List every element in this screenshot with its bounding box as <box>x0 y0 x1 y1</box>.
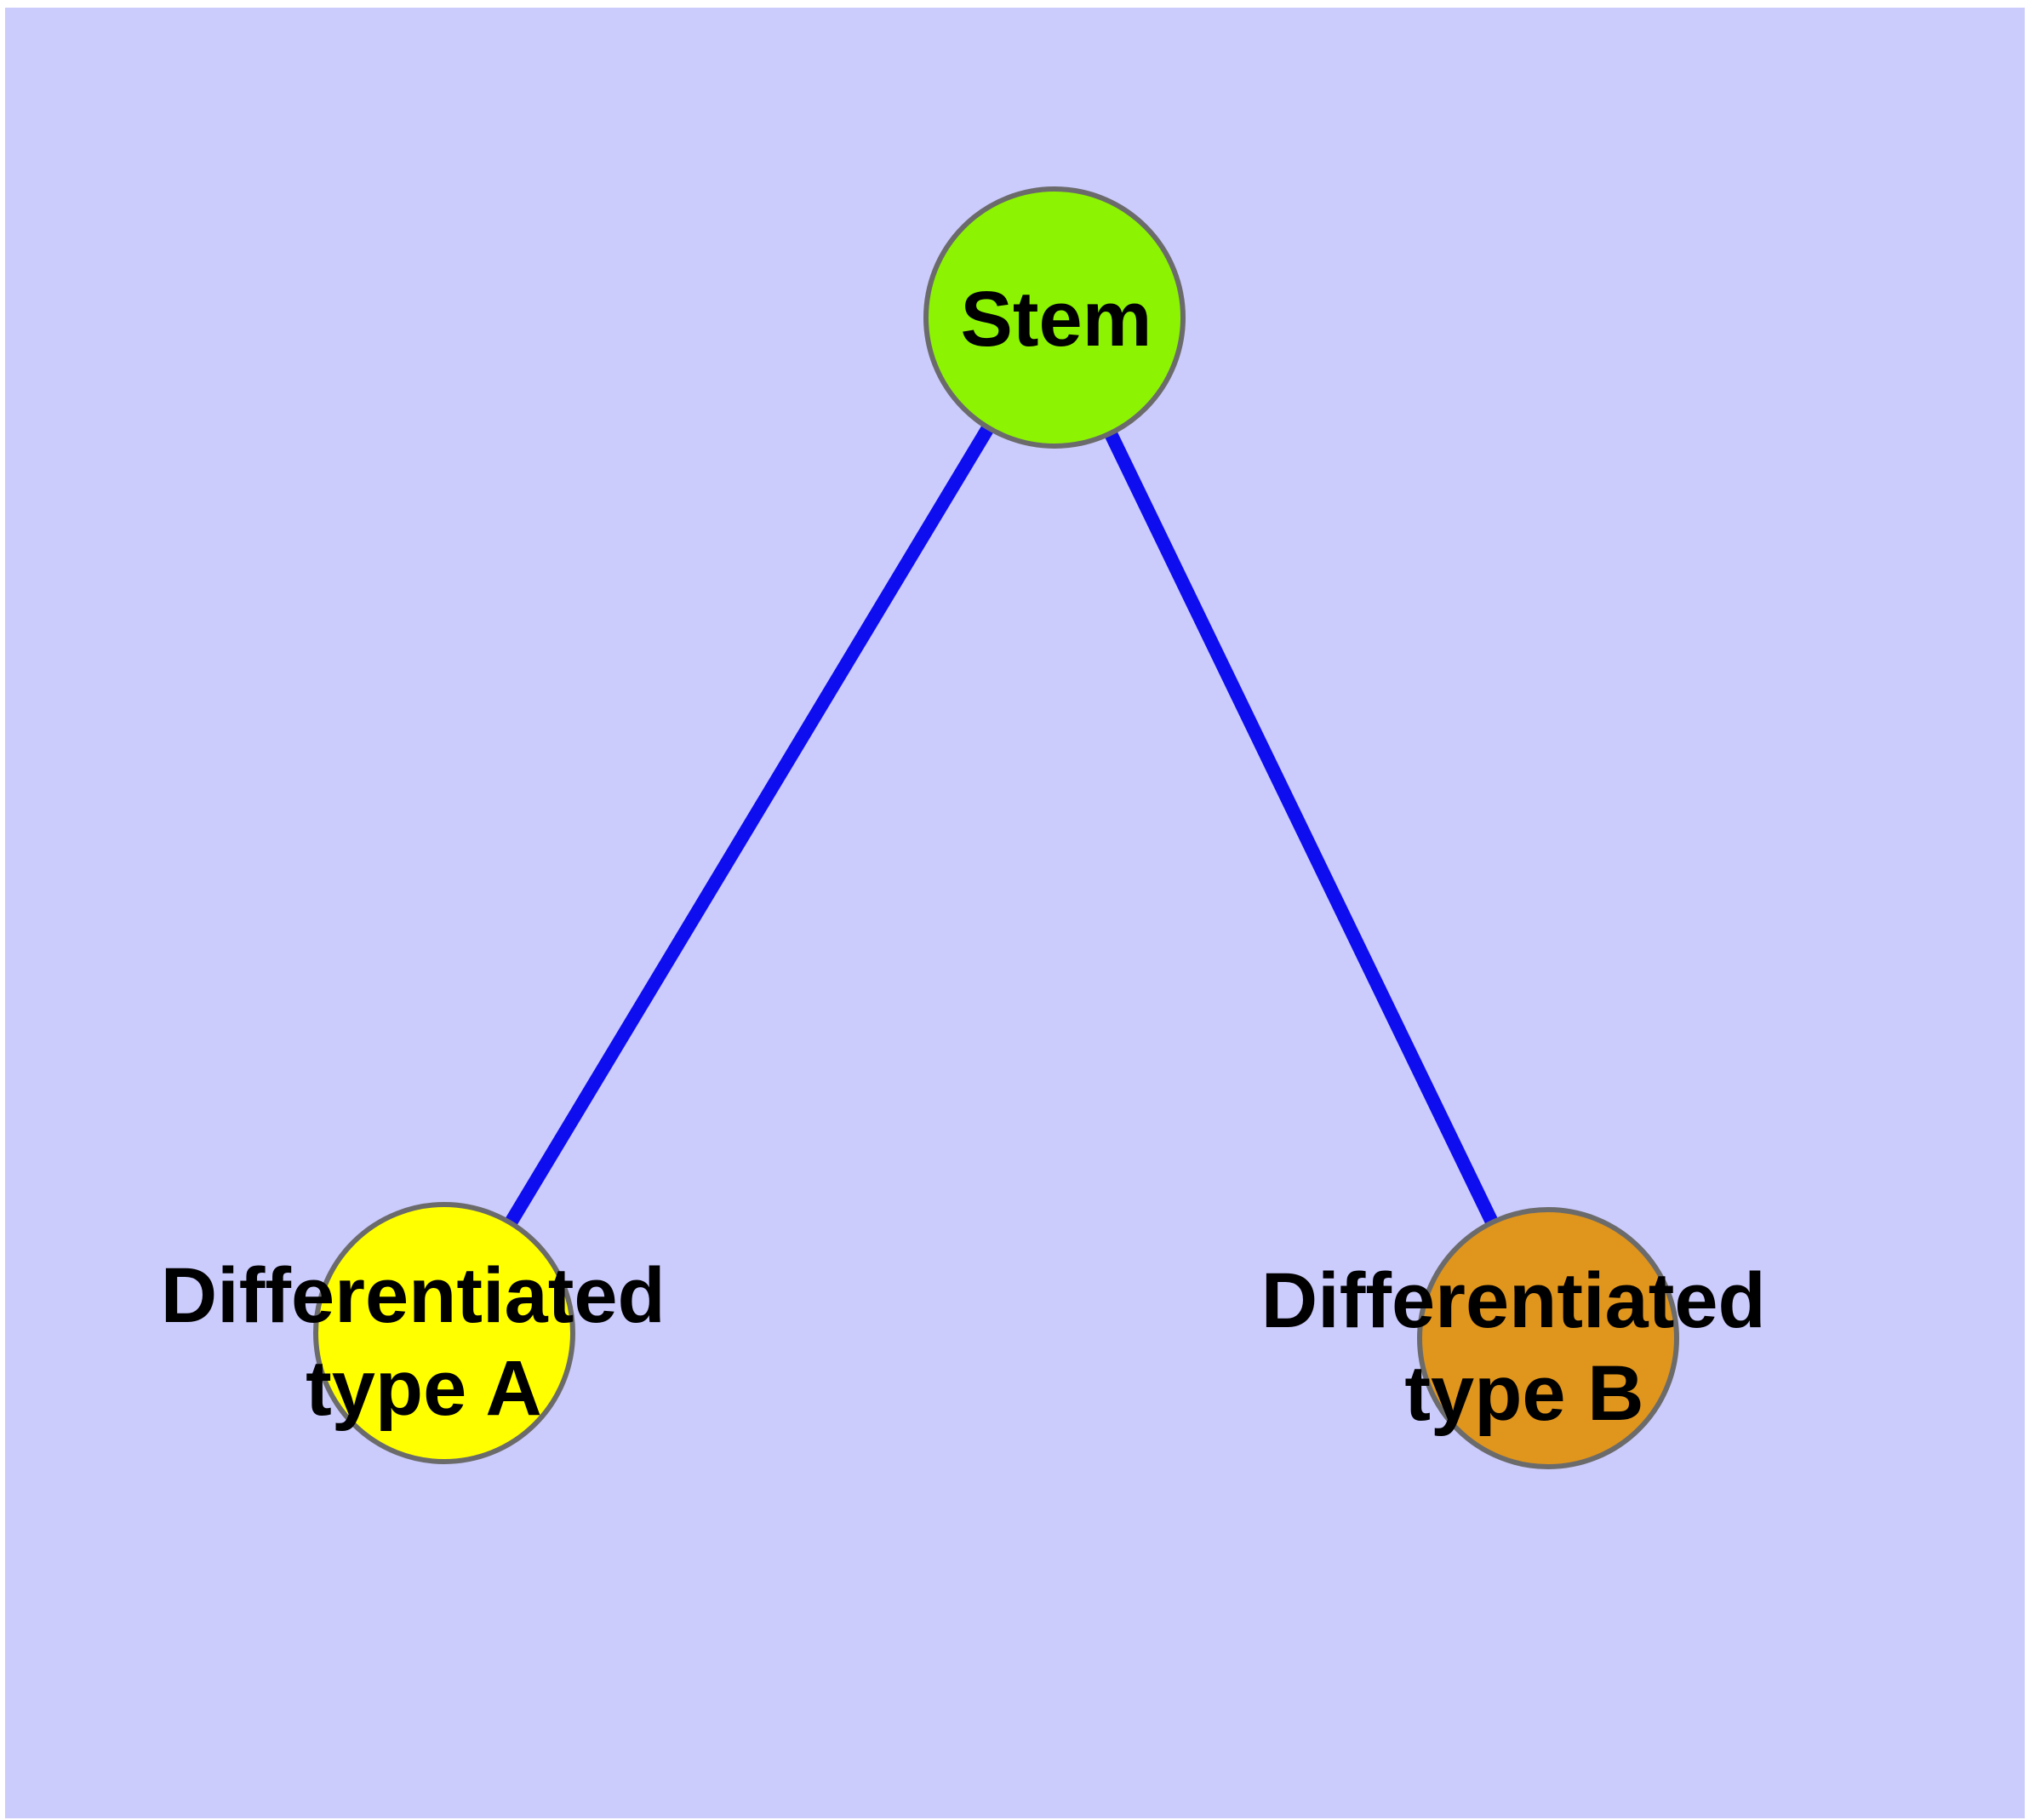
edge-stem-to-type-b <box>1048 314 1555 1342</box>
edge-layer <box>438 313 1555 1342</box>
node-stem <box>923 186 1186 449</box>
label-line-1: Differentiated <box>1261 1257 1766 1344</box>
node-differentiated-type-a <box>313 1202 575 1464</box>
label-line-1: Differentiated <box>161 1252 666 1339</box>
node-stem-label: Stem <box>961 276 1152 363</box>
node-differentiated-type-b-label: Differentiated type B <box>1261 1257 1788 1437</box>
edge-stem-to-type-a <box>438 313 1060 1337</box>
label-layer: Stem Differentiated type A Differentiate… <box>161 276 1788 1437</box>
node-differentiated-type-b <box>1417 1207 1679 1469</box>
label-line-2: type B <box>1404 1350 1643 1437</box>
label-line-2: type A <box>306 1345 542 1432</box>
node-differentiated-type-a-label: Differentiated type A <box>161 1252 688 1432</box>
node-layer <box>313 186 1679 1469</box>
